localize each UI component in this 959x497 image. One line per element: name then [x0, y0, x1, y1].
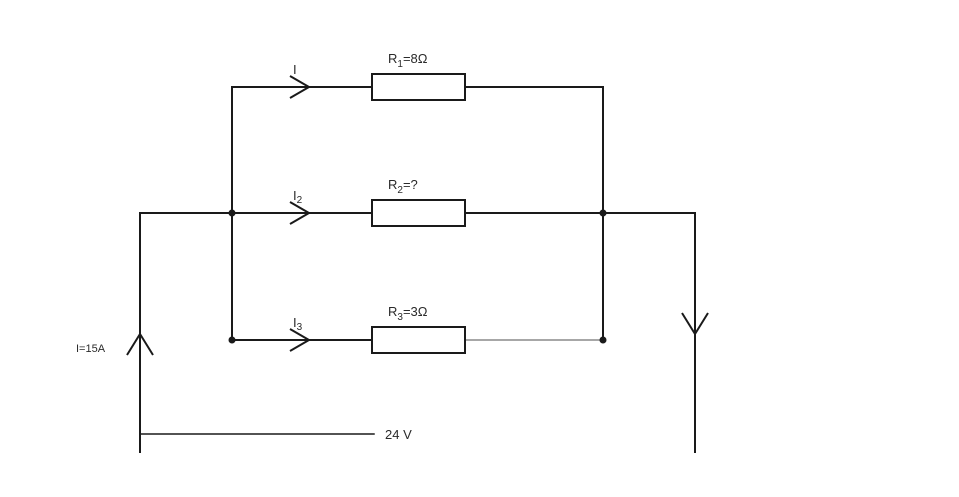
current-arrow-i3	[289, 328, 311, 352]
label-r2: R2=?	[388, 177, 418, 196]
junction-right-middle	[599, 209, 607, 217]
input-wire	[139, 212, 233, 453]
current-arrow-i1	[289, 75, 311, 99]
resistor-r1	[371, 73, 466, 101]
total-current-arrow-out	[681, 312, 709, 336]
total-current-arrow-in	[126, 332, 154, 356]
junction-right-bottom	[599, 336, 607, 344]
label-current-i2: I2	[293, 188, 303, 206]
junction-left-middle	[228, 209, 236, 217]
label-current-i1: I	[293, 62, 297, 77]
output-wire	[602, 212, 696, 453]
label-total-current: I=15A	[76, 343, 106, 355]
current-arrow-i2	[289, 201, 311, 225]
resistor-r2	[371, 199, 466, 227]
label-voltage: 24 V	[385, 427, 412, 442]
resistor-r3	[371, 326, 466, 354]
junction-left-bottom	[228, 336, 236, 344]
label-r1: R1=8Ω	[388, 51, 428, 70]
label-r3: R3=3Ω	[388, 304, 428, 323]
label-current-i3: I3	[293, 315, 303, 333]
